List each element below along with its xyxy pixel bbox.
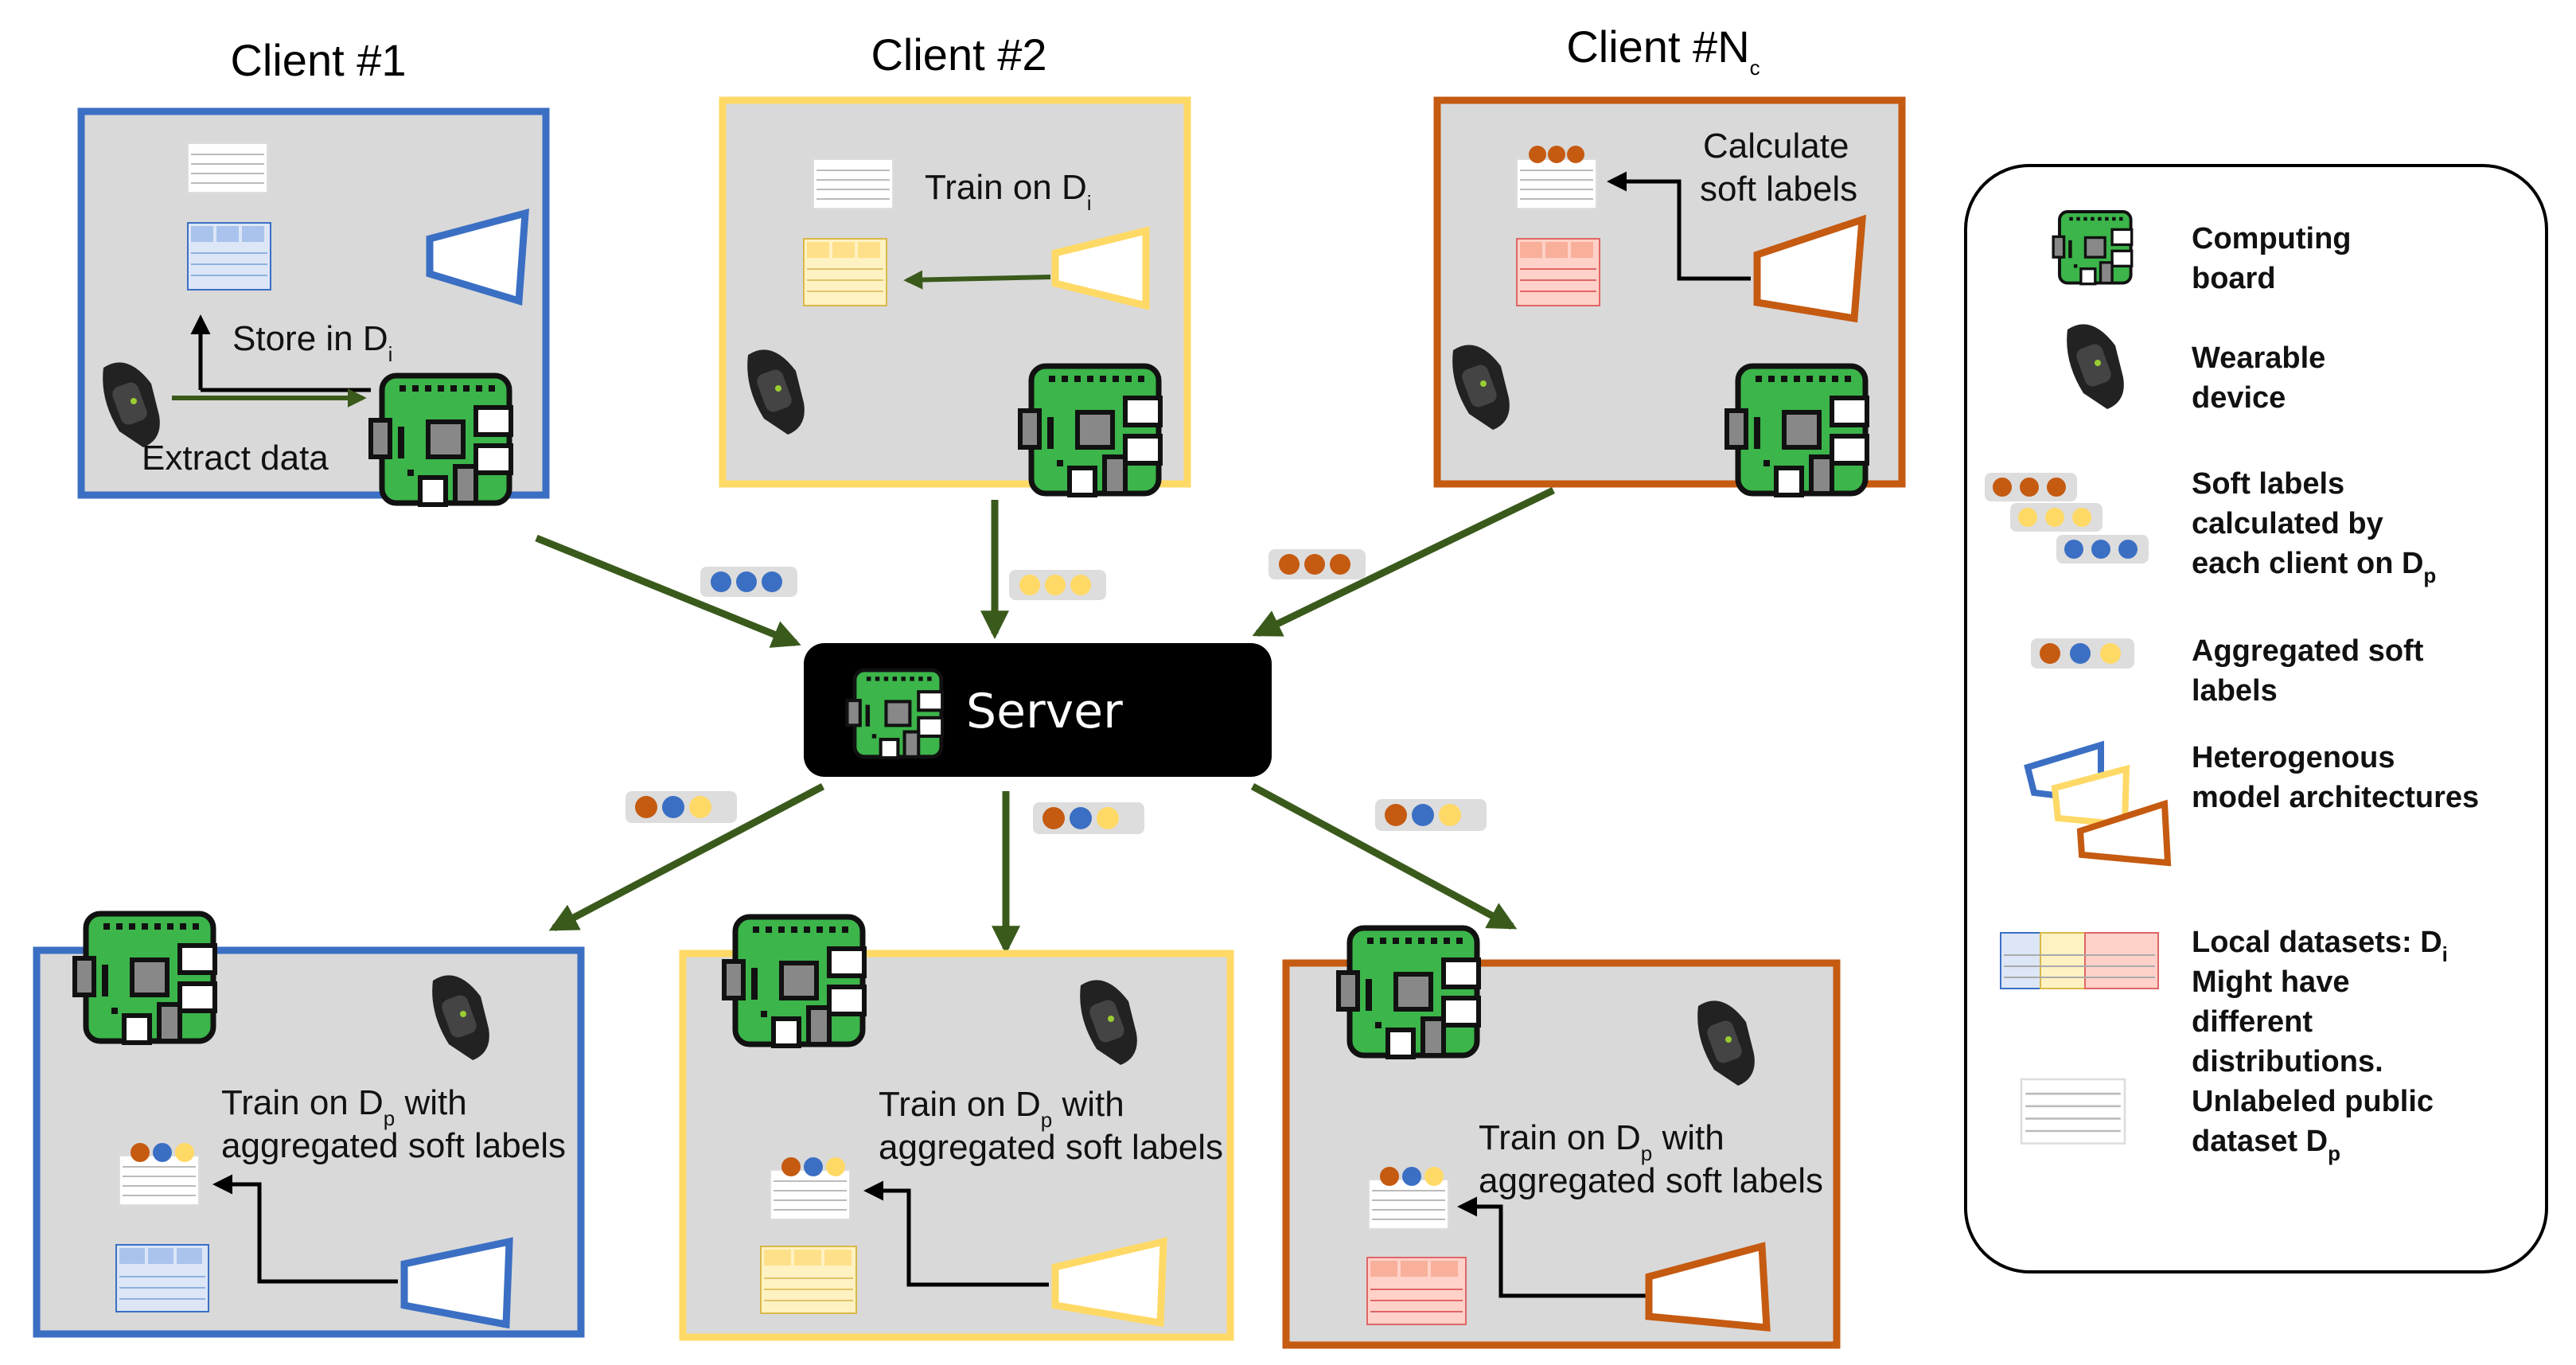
aggregated-label-icon (1375, 799, 1487, 831)
arrow-client1-to-server (535, 534, 801, 648)
train-label: Train on Di (925, 168, 1092, 215)
train-label-line1: Train on Dp with (1479, 1118, 1724, 1165)
client-n-title: Client #Nc (1566, 21, 1760, 80)
model-architecture-icon (1051, 226, 1150, 310)
arrow-train-update (1457, 1196, 1647, 1298)
train-label-line1: Train on Dp with (879, 1085, 1124, 1132)
computing-board-icon (1339, 928, 1479, 1057)
computing-board-icon (847, 670, 942, 758)
legend-aggregated-2: labels (2192, 674, 2278, 708)
dataset-icon (2000, 932, 2159, 989)
client-2-panel: Client #2 Train on Di (719, 29, 1191, 495)
legend-datasets-5: Unlabeled public (2192, 1085, 2434, 1118)
legend-datasets-1: Local datasets: Di (2192, 926, 2448, 966)
legend-soft-2: calculated by (2192, 507, 2383, 540)
legend-datasets-6: dataset Dp (2192, 1125, 2340, 1165)
legend-hetero-1: Heterogenous (2192, 741, 2395, 774)
legend-hetero-2: model architectures (2192, 781, 2479, 814)
soft-label-table-icon (770, 1157, 851, 1220)
server-node: Server (804, 643, 1272, 777)
computing-board-icon (371, 376, 511, 505)
legend-aggregated-1: Aggregated soft (2192, 634, 2424, 668)
model-architecture-icon (1645, 1242, 1771, 1332)
model-architecture-icon (426, 209, 529, 306)
legend-soft-3: each client on Dp (2192, 547, 2436, 587)
client-2-update-panel: Train on Dp with aggregated soft labels (679, 917, 1234, 1341)
legend-wearable-2: device (2192, 381, 2286, 415)
calculate-label-2: soft labels (1700, 170, 1857, 209)
soft-label-icon (700, 567, 797, 597)
computing-board-icon (724, 917, 864, 1046)
model-architecture-icon (400, 1237, 513, 1329)
public-dataset-icon (2020, 1078, 2126, 1145)
model-architecture-icon (1753, 214, 1867, 323)
legend-datasets-3: different (2192, 1005, 2313, 1039)
client-n-panel: Client #Nc Calculate soft labels (1433, 21, 1906, 495)
train-label-line2: aggregated soft labels (221, 1126, 566, 1165)
public-dataset-icon (187, 142, 268, 193)
computing-board-icon (75, 914, 215, 1043)
arrow-server-to-clientn (1250, 783, 1518, 930)
extract-label: Extract data (142, 439, 329, 478)
soft-label-icon (1269, 549, 1366, 579)
legend-soft-1: Soft labels (2192, 467, 2344, 501)
legend-wearable-1: Wearable (2192, 341, 2325, 375)
soft-label-table-icon (119, 1143, 200, 1206)
local-dataset-icon (803, 238, 887, 306)
client-1-update-panel: Train on Dp with aggregated soft labels (33, 914, 585, 1338)
computing-board-icon (1020, 366, 1160, 495)
soft-label-icon (1985, 473, 2149, 564)
legend: Computing board Wearable device Soft lab… (1964, 164, 2548, 1273)
server-label: Server (966, 684, 1123, 739)
store-label: Store in Di (232, 319, 392, 366)
calculate-label-1: Calculate (1703, 127, 1849, 166)
local-dataset-icon (1516, 238, 1600, 306)
train-label-line2: aggregated soft labels (879, 1128, 1223, 1167)
arrow-train (903, 270, 1051, 290)
public-dataset-icon (813, 158, 894, 209)
client-1-title: Client #1 (230, 35, 406, 85)
computing-board-icon (1727, 366, 1867, 495)
arrow-clientn-to-server (1252, 486, 1555, 638)
soft-label-table-icon (1368, 1167, 1449, 1230)
aggregated-label-icon (1033, 802, 1144, 834)
arrow-calculate (1607, 171, 1751, 281)
local-dataset-icon (187, 222, 271, 291)
train-label-line1: Train on Dp with (221, 1083, 467, 1130)
legend-computing-1: Computing (2192, 222, 2352, 255)
arrow-server-to-client1 (548, 783, 825, 931)
arrow-train-update (212, 1174, 398, 1284)
local-dataset-icon (1366, 1257, 1467, 1325)
client-2-title: Client #2 (871, 29, 1046, 80)
train-label-line2: aggregated soft labels (1479, 1161, 1823, 1200)
soft-label-icon (1009, 570, 1106, 600)
aggregated-label-icon (2031, 638, 2134, 669)
model-architecture-icon (2024, 740, 2172, 867)
model-architecture-icon (1051, 1237, 1167, 1328)
aggregated-label-icon (625, 791, 737, 823)
arrow-train-update (863, 1180, 1049, 1287)
client-1-panel: Client #1 Store in Di Extract data (77, 35, 550, 505)
legend-datasets-4: distributions. (2192, 1045, 2383, 1078)
computing-board-icon (2052, 210, 2134, 286)
legend-computing-2: board (2192, 262, 2276, 295)
legend-datasets-2: Might have (2192, 965, 2349, 999)
local-dataset-icon (760, 1246, 857, 1314)
client-n-update-panel: Train on Dp with aggregated soft labels (1282, 928, 1841, 1349)
soft-label-table-icon (1516, 146, 1597, 209)
local-dataset-icon (115, 1244, 209, 1312)
